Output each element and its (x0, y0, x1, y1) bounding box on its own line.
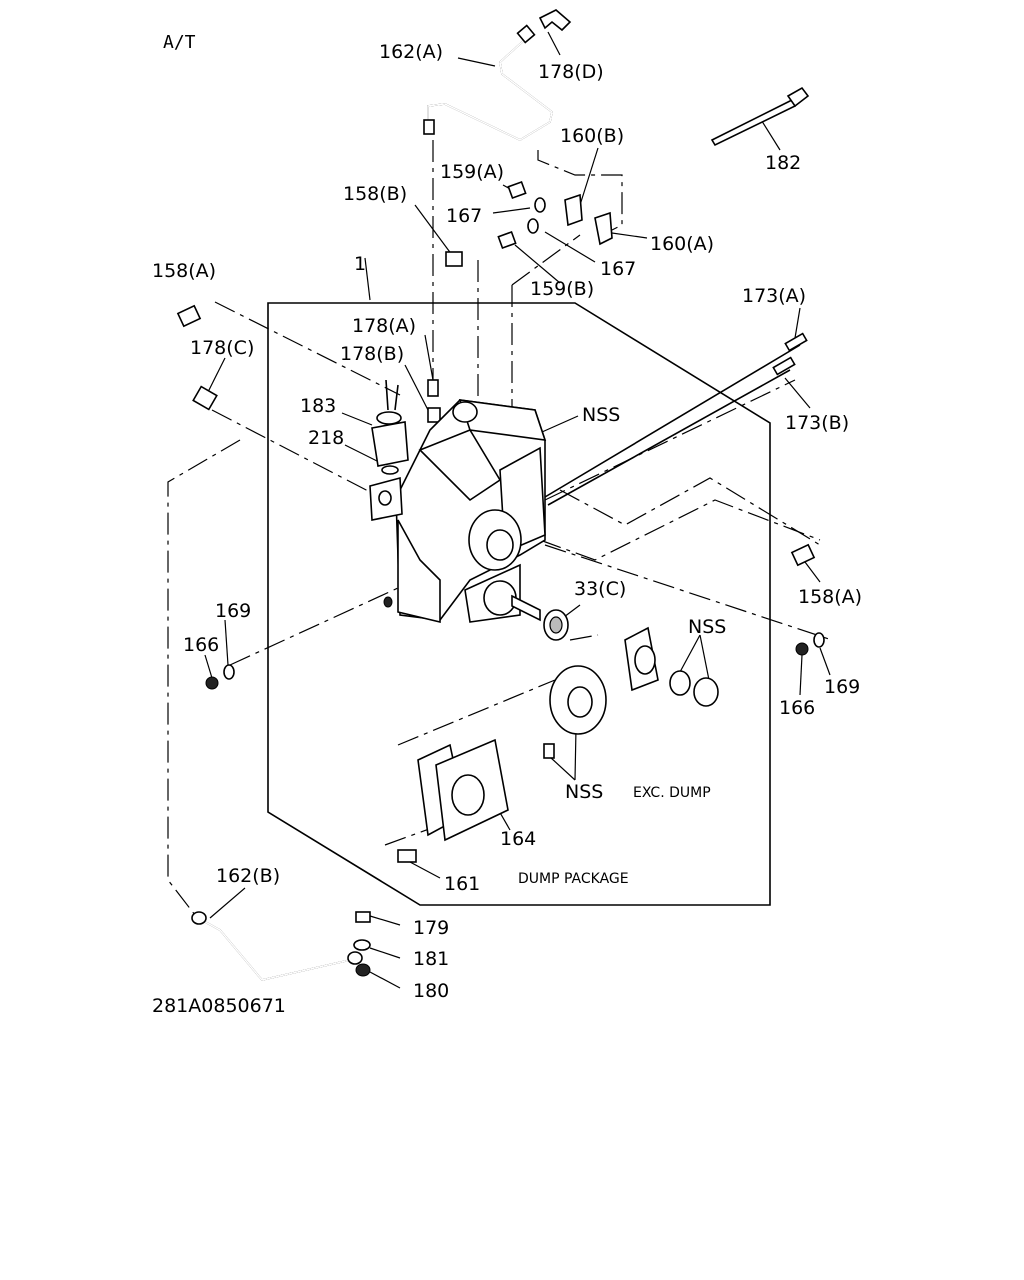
washer-169-right (813, 632, 825, 648)
washer-181 (353, 939, 371, 951)
bolt-159b (497, 230, 517, 250)
label-166-left: 166 (183, 634, 219, 656)
bracket-160b (564, 193, 583, 227)
label-169-right: 169 (824, 676, 860, 698)
nut-180 (355, 963, 371, 977)
o-ring-218 (381, 465, 399, 475)
label-178c: 178(C) (190, 337, 254, 359)
label-182: 182 (765, 152, 801, 174)
callout-labels: 162(A) 178(D) 182 160(B) 159(A) 158(B) 1… (152, 41, 862, 1002)
fitting-178c (192, 385, 218, 411)
label-183: 183 (300, 395, 336, 417)
fitting-178b (427, 407, 441, 423)
note-exc-dump: EXC. DUMP (633, 785, 711, 801)
assembly-frame (267, 302, 771, 906)
tube-162a (423, 24, 553, 141)
note-dump-package: DUMP PACKAGE (518, 871, 629, 887)
label-166-right: 166 (779, 697, 815, 719)
washer-167b (527, 218, 539, 234)
label-179: 179 (413, 917, 449, 939)
section-label: A/T (163, 32, 196, 53)
cable-tie-182 (710, 86, 810, 147)
label-1: 1 (354, 253, 366, 275)
label-178d: 178(D) (538, 61, 604, 83)
nut-166-left (205, 676, 219, 690)
bracket-160a (594, 211, 613, 246)
label-160b: 160(B) (560, 125, 624, 147)
label-nss-right: NSS (688, 616, 726, 638)
switch-183 (371, 379, 409, 467)
drawing-number: 281A0850671 (152, 995, 286, 1017)
label-158b: 158(B) (343, 183, 407, 205)
label-173b: 173(B) (785, 412, 849, 434)
label-173a: 173(A) (742, 285, 806, 307)
label-178b: 178(B) (340, 343, 404, 365)
bolt-161 (397, 849, 417, 863)
label-169-left: 169 (215, 600, 251, 622)
nss-flange-right (624, 626, 719, 707)
label-159a: 159(A) (440, 161, 504, 183)
label-162a: 162(A) (379, 41, 443, 63)
elbow-178d (538, 9, 572, 32)
rod-173 (544, 332, 808, 506)
label-167b: 167 (600, 258, 636, 280)
label-159b: 159(B) (530, 278, 594, 300)
label-164: 164 (500, 828, 536, 850)
label-181: 181 (413, 948, 449, 970)
fitting-178a (427, 379, 439, 397)
label-158a-right: 158(A) (798, 586, 862, 608)
label-161: 161 (444, 873, 480, 895)
washer-169-left (223, 664, 235, 680)
label-178a: 178(A) (352, 315, 416, 337)
reference-lines (167, 140, 833, 916)
seal-33c (543, 609, 569, 641)
pto-housing (369, 399, 547, 624)
label-33c: 33(C) (574, 578, 626, 600)
leader-lines (204, 31, 831, 989)
nss-yoke (543, 665, 607, 759)
washer-167a (534, 197, 546, 213)
adapter-plate-164 (417, 738, 509, 842)
bolt-179 (355, 911, 371, 923)
tube-162b (191, 911, 363, 981)
bolt-158a-left (176, 304, 202, 328)
label-218: 218 (308, 427, 344, 449)
label-160a: 160(A) (650, 233, 714, 255)
label-158a-left: 158(A) (152, 260, 216, 282)
label-nss-bottom: NSS (565, 781, 603, 803)
label-162b: 162(B) (216, 865, 280, 887)
bolt-159a (507, 180, 527, 200)
bolt-158b (445, 251, 463, 267)
nut-166-right (795, 642, 809, 656)
label-nss-top: NSS (582, 404, 620, 426)
label-167a: 167 (446, 205, 482, 227)
label-180: 180 (413, 980, 449, 1002)
bolt-158a-right (790, 543, 816, 567)
